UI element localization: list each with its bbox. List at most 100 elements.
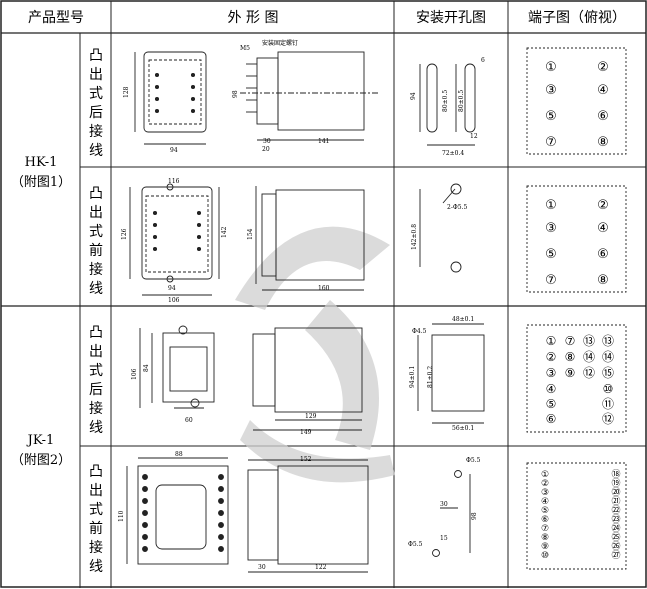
- terminal-frames: [526, 47, 627, 570]
- svg-text:出: 出: [89, 205, 103, 221]
- svg-text:160: 160: [318, 285, 330, 292]
- svg-text:式: 式: [89, 224, 103, 240]
- svg-text:20: 20: [262, 146, 270, 153]
- svg-text:30: 30: [258, 564, 266, 571]
- row2-cutout: [419, 183, 462, 273]
- svg-text:152: 152: [300, 456, 312, 463]
- row1-cutout: [419, 63, 476, 146]
- row3-cutout-dims: Φ4.5 48±0.1 94±0.1 81±0.2 56±0.1: [409, 316, 474, 432]
- svg-text:凸: 凸: [89, 48, 103, 64]
- svg-text:出: 出: [89, 344, 103, 360]
- wiring-labels: 凸出 式后 接线 凸出 式前 接线 凸出 式后 接线 凸出 式前 接线: [89, 48, 103, 575]
- svg-text:④: ④: [597, 83, 609, 98]
- svg-text:式: 式: [89, 502, 103, 518]
- svg-text:149: 149: [300, 429, 312, 436]
- svg-text:①: ①: [541, 470, 549, 480]
- header-outline: 外 形 图: [228, 10, 279, 26]
- svg-text:56±0.1: 56±0.1: [452, 425, 474, 432]
- figure-ref-2: （附图2）: [11, 453, 71, 468]
- svg-text:⑬: ⑬: [602, 334, 614, 348]
- svg-text:⑧: ⑧: [597, 135, 609, 150]
- svg-text:接: 接: [89, 539, 103, 556]
- row4-front-view: [126, 457, 229, 565]
- svg-text:15: 15: [440, 535, 448, 542]
- watermark: [235, 226, 395, 483]
- svg-text:⑭: ⑭: [583, 350, 595, 364]
- svg-text:80±0.5: 80±0.5: [442, 90, 449, 112]
- header-row: 产品型号 外 形 图 安装开孔图 端子图（俯视）: [28, 10, 626, 26]
- svg-text:126: 126: [121, 228, 128, 240]
- row2-cutout-dims: 2-Φ5.5 142±0.8: [411, 204, 467, 250]
- svg-text:①: ①: [545, 60, 557, 75]
- header-terminal: 端子图（俯视）: [528, 10, 626, 26]
- svg-text:③: ③: [546, 366, 557, 380]
- svg-text:②: ②: [597, 60, 609, 75]
- row4-cutout-dims: Φ5.5 30 98 Φ5.5 15: [408, 457, 481, 548]
- row1-side-view: [240, 51, 380, 141]
- svg-text:M5: M5: [240, 45, 250, 52]
- svg-text:98: 98: [232, 90, 239, 98]
- svg-text:式: 式: [89, 86, 103, 102]
- svg-text:Φ5.5: Φ5.5: [408, 541, 423, 548]
- svg-text:⑦: ⑦: [565, 334, 576, 348]
- svg-text:出: 出: [89, 483, 103, 499]
- svg-text:⑭: ⑭: [602, 350, 614, 364]
- svg-text:⑩: ⑩: [603, 382, 614, 396]
- svg-text:⑲: ⑲: [611, 478, 620, 489]
- row3-front-dims: 106 84 60: [131, 364, 193, 424]
- svg-text:⑤: ⑤: [546, 397, 557, 411]
- svg-text:48±0.1: 48±0.1: [452, 316, 474, 323]
- svg-text:②: ②: [541, 479, 549, 489]
- svg-text:③: ③: [545, 221, 557, 236]
- svg-text:后: 后: [89, 382, 103, 398]
- svg-text:6: 6: [481, 57, 485, 64]
- svg-text:122: 122: [315, 564, 327, 571]
- svg-text:⑫: ⑫: [602, 412, 614, 426]
- svg-text:㉔: ㉔: [611, 523, 620, 534]
- svg-text:Φ4.5: Φ4.5: [412, 328, 427, 335]
- svg-text:出: 出: [89, 67, 103, 83]
- svg-text:⑤: ⑤: [545, 247, 557, 262]
- row4-terminals-left: ①② ③④ ⑤⑥ ⑦⑧ ⑨⑩: [541, 470, 549, 561]
- row1-front-view: [134, 51, 207, 145]
- svg-text:80±0.5: 80±0.5: [458, 90, 465, 112]
- svg-text:142: 142: [221, 226, 228, 238]
- svg-text:线: 线: [89, 559, 103, 575]
- svg-text:⑦: ⑦: [541, 524, 549, 534]
- svg-text:㉑: ㉑: [611, 496, 620, 507]
- svg-text:⑤: ⑤: [545, 109, 557, 124]
- svg-text:②: ②: [546, 350, 557, 364]
- svg-text:④: ④: [546, 382, 557, 396]
- svg-text:⑪: ⑪: [602, 397, 614, 411]
- wiring-label-2: 凸出 式前 接线: [89, 186, 103, 297]
- svg-text:⑱: ⑱: [611, 469, 620, 480]
- svg-text:①: ①: [546, 334, 557, 348]
- svg-text:⑥: ⑥: [597, 247, 609, 262]
- svg-text:凸: 凸: [89, 186, 103, 202]
- svg-text:72±0.4: 72±0.4: [442, 150, 464, 157]
- svg-text:前: 前: [89, 520, 103, 537]
- header-cutout: 安装开孔图: [416, 10, 486, 26]
- row4-front-dims: 88 110: [118, 451, 183, 522]
- svg-text:⑨: ⑨: [565, 366, 576, 380]
- svg-text:142±0.8: 142±0.8: [411, 224, 418, 250]
- svg-text:154: 154: [247, 228, 254, 240]
- row4-cutout: [432, 470, 471, 557]
- svg-text:129: 129: [305, 413, 317, 420]
- svg-text:④: ④: [541, 497, 549, 507]
- row3-front-view: [139, 325, 215, 409]
- svg-text:94±0.1: 94±0.1: [409, 366, 416, 388]
- svg-text:线: 线: [89, 420, 103, 436]
- row1-front-height: 128: [123, 86, 130, 98]
- svg-text:线: 线: [89, 143, 103, 159]
- svg-text:Φ5.5: Φ5.5: [466, 457, 481, 464]
- svg-text:㉕: ㉕: [611, 532, 620, 543]
- svg-text:接: 接: [89, 123, 103, 140]
- row1-front-width: 94: [170, 147, 178, 154]
- wiring-label-4: 凸出 式前 接线: [89, 464, 103, 575]
- svg-text:式: 式: [89, 363, 103, 379]
- svg-text:⑥: ⑥: [546, 412, 557, 426]
- svg-text:接: 接: [89, 400, 103, 417]
